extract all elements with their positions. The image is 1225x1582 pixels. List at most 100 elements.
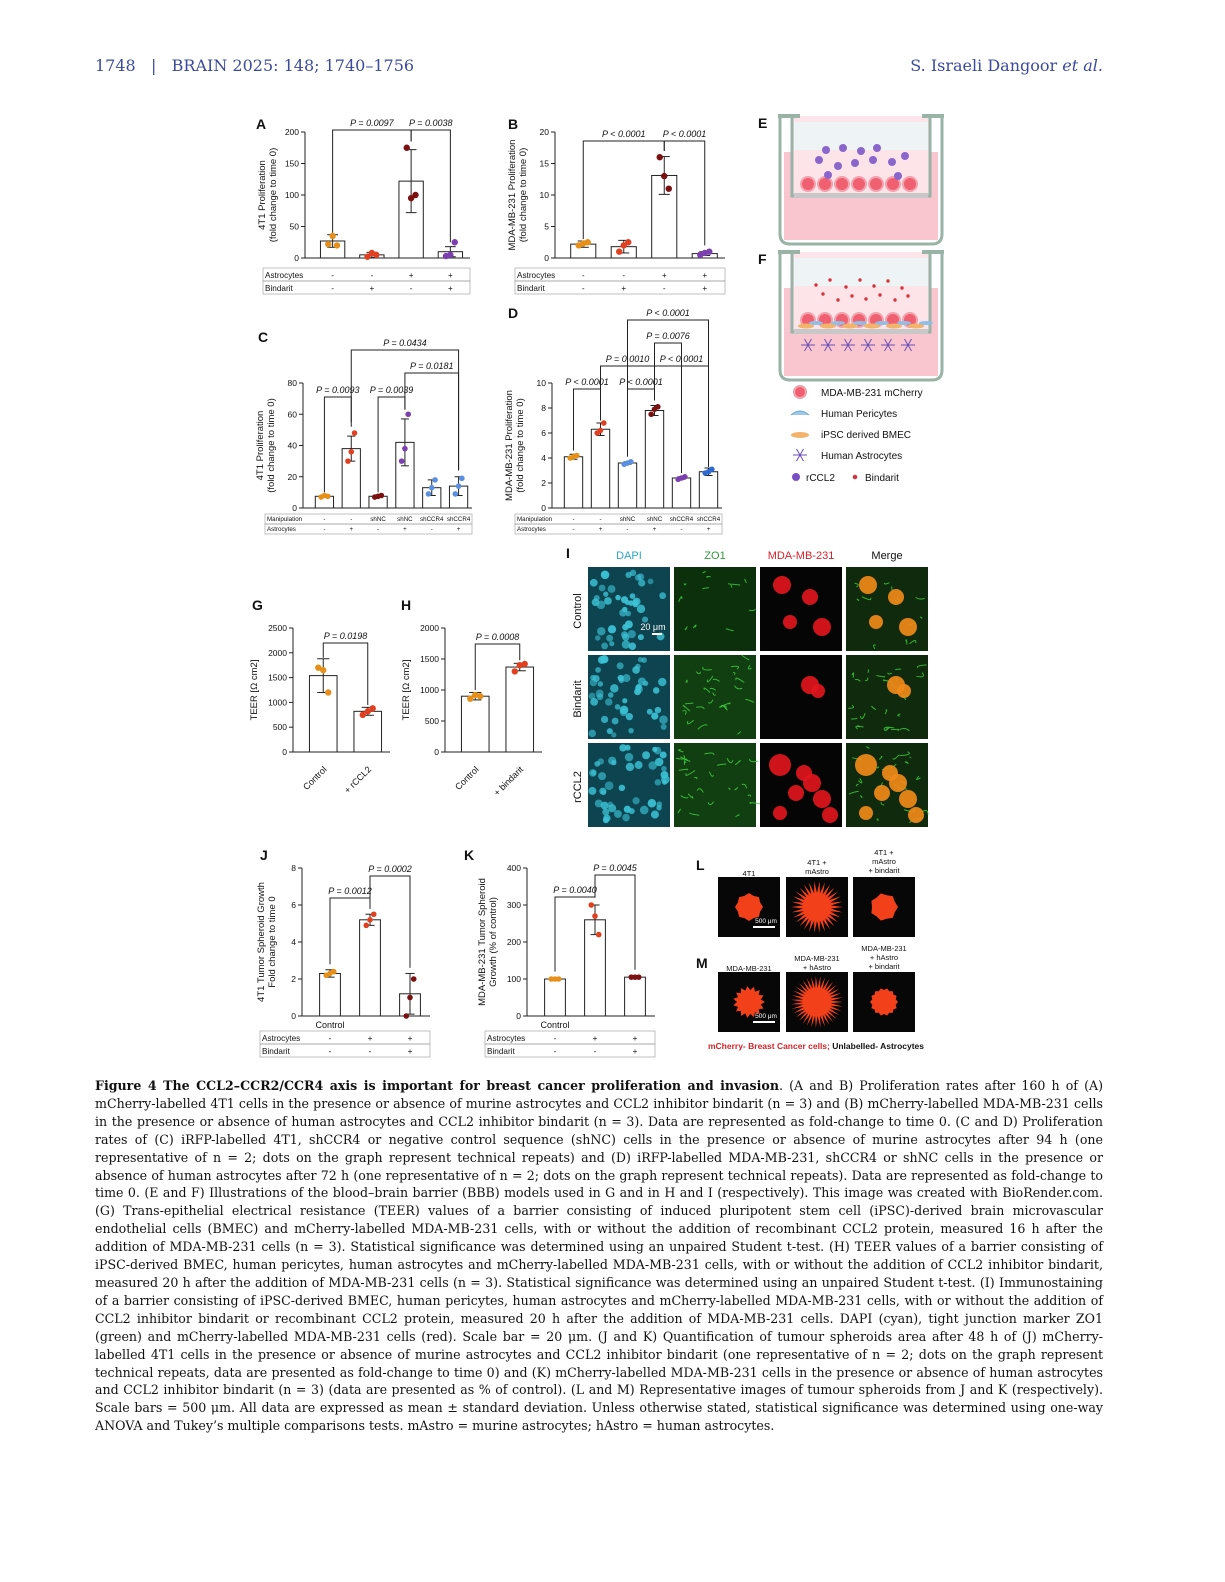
nucleus: [627, 630, 636, 639]
condition-value: -: [369, 1047, 372, 1056]
data-point: [325, 240, 332, 248]
condition-value: shCCR4: [447, 516, 471, 523]
tight-junction: [685, 769, 696, 776]
insert-air: [794, 122, 928, 150]
astrocyte-icon: [901, 338, 915, 352]
astrocyte-process: [867, 344, 872, 352]
panel-letter: M: [696, 955, 708, 971]
tight-junction: [696, 788, 704, 793]
tight-junction: [685, 679, 688, 683]
nucleus: [620, 596, 629, 604]
nucleus: [604, 781, 614, 791]
condition-row-label: Astrocytes: [262, 1034, 300, 1043]
y-tick-label: 2500: [268, 623, 287, 633]
astrocyte-icon: [861, 338, 875, 352]
y-tick-label: 2: [541, 478, 546, 488]
data-point: [403, 1013, 410, 1019]
condition-value: -: [554, 1047, 557, 1056]
y-axis-label: Fold change to time 0: [267, 896, 278, 987]
astrocyte-process: [827, 344, 832, 352]
condition-value: -: [680, 526, 682, 533]
tight-junction: [684, 702, 694, 705]
condition-row-label: Bindarit: [487, 1047, 515, 1056]
nucleus: [622, 633, 630, 641]
data-point: [402, 445, 408, 452]
tight-junction: [919, 616, 923, 619]
bindarit-dot: [900, 286, 904, 290]
data-point: [425, 491, 432, 497]
astrocyte-process: [824, 344, 829, 352]
nucleus: [597, 758, 604, 765]
p-value-label: P = 0.0045: [593, 863, 637, 873]
nucleus: [594, 635, 601, 641]
pericyte-cell: [897, 321, 911, 325]
zo1-field: [674, 567, 756, 651]
mcherry-cell: [803, 774, 821, 792]
spheroid: [871, 893, 898, 921]
data-point: [364, 708, 371, 715]
astrocyte-process: [884, 344, 889, 352]
y-tick-label: 1000: [268, 697, 287, 707]
condition-row-label: Astrocytes: [517, 526, 546, 533]
tight-junction: [861, 596, 872, 601]
tight-junction: [745, 698, 755, 703]
spheroid-label: mAstro: [872, 857, 896, 866]
tight-junction: [899, 751, 910, 757]
bindarit-dot: [872, 284, 876, 288]
condition-value: shCCR4: [670, 516, 694, 523]
spheroid-label: + bindarit: [868, 962, 900, 971]
bindarit-dot: [850, 294, 854, 298]
data-point: [345, 458, 351, 464]
rccl2-dot: [869, 156, 877, 164]
nucleus: [597, 656, 606, 664]
condition-value: shNC: [397, 516, 413, 523]
tight-junction: [880, 802, 885, 806]
nucleus: [588, 786, 597, 795]
nucleus: [625, 713, 634, 721]
nucleus: [601, 642, 609, 650]
rccl2-dot: [815, 156, 823, 164]
nucleus: [634, 685, 644, 694]
condition-value: +: [368, 1034, 373, 1043]
nucleus: [634, 574, 642, 581]
x-category-label: Control: [301, 764, 329, 792]
tight-junction: [904, 761, 909, 765]
tight-junction: [706, 576, 711, 579]
pericyte-cell: [853, 321, 867, 325]
tight-junction: [870, 705, 877, 711]
y-axis-label: 4T1 Proliferation: [257, 160, 268, 230]
tight-junction: [734, 685, 743, 690]
astrocyte-process: [807, 344, 812, 352]
p-value-label: P < 0.0001: [565, 377, 608, 387]
condition-row-label: Manipulation: [517, 516, 553, 523]
nucleus: [598, 584, 606, 592]
nucleus: [625, 762, 635, 772]
rccl2-dot: [834, 162, 842, 170]
bar: [671, 477, 692, 509]
condition-value: -: [350, 516, 352, 523]
note-red-part: mCherry- Breast Cancer cells;: [708, 1041, 830, 1051]
condition-value: shNC: [370, 516, 386, 523]
nucleus: [614, 704, 621, 710]
micrograph-tile: [760, 567, 842, 651]
zo1-field: [674, 743, 756, 827]
tight-junction: [890, 728, 900, 731]
y-tick-label: 6: [291, 900, 296, 910]
nucleus: [617, 674, 624, 682]
astrocyte-process: [887, 344, 892, 352]
nucleus: [601, 571, 608, 577]
tight-junction: [891, 586, 893, 591]
condition-row-label: Bindarit: [265, 284, 293, 293]
tight-junction: [735, 677, 745, 683]
bar: [624, 976, 646, 1017]
significance-bracket: [323, 396, 352, 493]
data-point: [706, 248, 713, 255]
rccl2-dot: [857, 147, 865, 155]
nucleus: [661, 779, 668, 785]
nucleus: [641, 657, 647, 663]
significance-bracket: [410, 129, 451, 243]
bindarit-dot: [893, 298, 897, 302]
nucleus: [632, 601, 639, 608]
